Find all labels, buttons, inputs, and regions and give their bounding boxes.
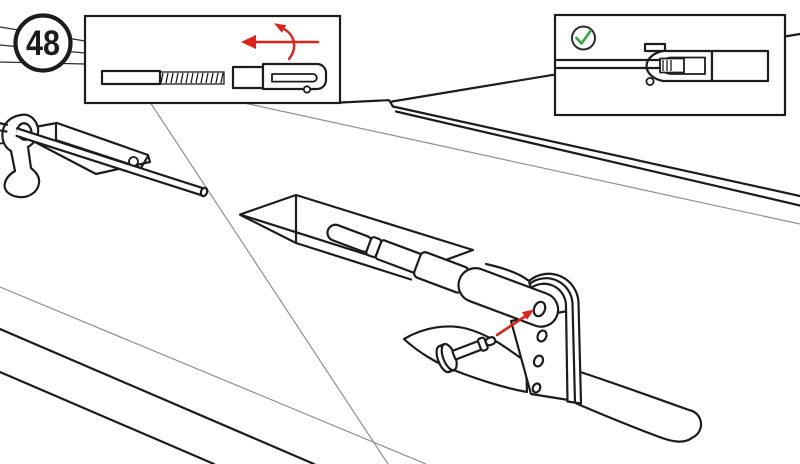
- clevis-end: [457, 267, 560, 328]
- end-block: [710, 49, 770, 83]
- pin-insertion-arrow: [495, 309, 534, 337]
- front-edge-top: [0, 327, 316, 464]
- turnbuckle-assembly: [326, 223, 470, 294]
- deck-edges: [0, 26, 800, 464]
- rotation-arc-icon: [282, 27, 296, 61]
- arrow-shaft: [495, 315, 527, 337]
- clevis-socket: [231, 65, 265, 90]
- bracket-strip: [527, 272, 583, 405]
- bracket-hole-3: [532, 354, 545, 368]
- check-circle-icon: [571, 25, 596, 51]
- threaded-section: [159, 71, 225, 85]
- deck-step-edge: [339, 99, 395, 108]
- pin-head-edges: [438, 343, 456, 374]
- long-rod: [555, 58, 662, 70]
- bracket-cheek-arc: [528, 277, 577, 404]
- front-edge-bottom: [0, 370, 216, 464]
- rod-end-cap: [199, 186, 209, 198]
- check-mark: [575, 29, 592, 45]
- clevis-top-tab: [643, 42, 667, 53]
- inset-correct-result: [553, 13, 787, 117]
- clevis-foot: [302, 85, 312, 94]
- step-badge-circle: [13, 13, 73, 73]
- step-badge: 48: [13, 13, 73, 73]
- rotation-arc-head-icon: [274, 23, 287, 33]
- left-arrow-head-icon: [241, 35, 256, 49]
- bracket-top-edge: [484, 262, 531, 283]
- plank-edge-top: [391, 105, 800, 198]
- inset-screwing-instruction: [83, 14, 342, 105]
- pin-tip: [484, 336, 497, 347]
- plank-edge-bottom: [394, 110, 800, 207]
- deck-front-thin-line: [0, 286, 427, 464]
- arrow-head-icon: [521, 309, 534, 320]
- bracket-hole-2: [536, 329, 548, 343]
- pocket-depth-lines: [239, 194, 413, 281]
- clevis-foot: [645, 77, 655, 87]
- crank-handle: [1, 113, 41, 199]
- step-number: 48: [26, 24, 60, 63]
- thread-hatching: [160, 72, 224, 84]
- fin-leaf: [402, 325, 529, 394]
- callout-line-right: [234, 100, 800, 225]
- rod-outline: [15, 127, 205, 197]
- threaded-end-in-slot: [659, 57, 685, 74]
- bracket-side: [484, 262, 583, 405]
- clevis-fork-slot: [271, 73, 318, 83]
- bracket-hole-4: [531, 382, 542, 394]
- rudder-blade: [572, 368, 703, 443]
- clevis-pin-hole: [532, 300, 547, 318]
- callout-lines: [0, 95, 800, 464]
- thread-ticks: [662, 60, 672, 71]
- rod-left-stub: [0, 122, 9, 133]
- push-rod: [0, 122, 209, 198]
- locking-pin: [435, 336, 497, 374]
- callout-line-left: [145, 95, 389, 464]
- rod-fill: [16, 128, 203, 196]
